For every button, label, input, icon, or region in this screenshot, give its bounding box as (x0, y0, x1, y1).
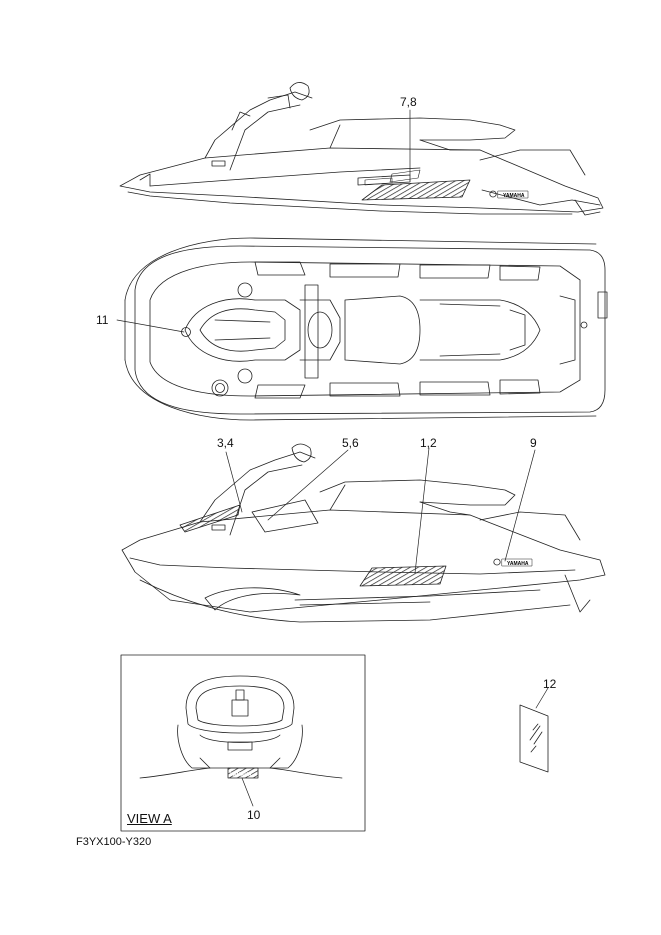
callout-11: 11 (96, 313, 109, 327)
callout-10: 10 (247, 808, 261, 822)
callout-12: 12 (543, 677, 557, 691)
callout-7-8: 7,8 (400, 95, 417, 109)
plan-view (124, 237, 608, 421)
view-a-title: VIEW A (127, 811, 172, 826)
callout-1-2: 1,2 (420, 436, 437, 450)
label-sheet-12 (519, 704, 549, 773)
brand-logo-top: YAMAHA (503, 193, 525, 199)
view-a (120, 654, 366, 832)
drawing-code: F3YX100-Y320 (76, 836, 152, 848)
brand-logo-lower: YAMAHA (507, 561, 529, 567)
callout-9: 9 (530, 436, 537, 450)
leader-lines (116, 109, 549, 807)
side-view-top (119, 82, 604, 216)
callout-3-4: 3,4 (217, 436, 234, 450)
side-view-lower (121, 443, 606, 623)
brand-logo-stern: YAMAHA (230, 772, 252, 778)
callout-5-6: 5,6 (342, 436, 359, 450)
